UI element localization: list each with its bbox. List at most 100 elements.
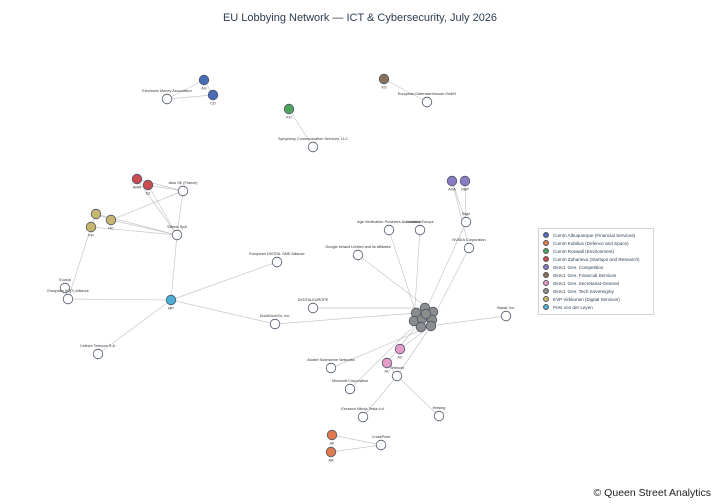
node-circle[interactable] — [325, 446, 337, 458]
node-ku2[interactable]: AR — [325, 446, 337, 463]
node-circle[interactable] — [62, 293, 74, 305]
node-atos[interactable]: Atos SE (France) — [168, 181, 198, 197]
node-circle[interactable] — [92, 348, 104, 360]
node-circle[interactable] — [433, 410, 445, 422]
node-circle[interactable] — [352, 249, 364, 261]
node-circle[interactable] — [105, 214, 117, 226]
node-v1[interactable] — [90, 208, 102, 220]
node-edsme[interactable]: European DIGITAL SME Alliance — [249, 252, 305, 268]
node-circle[interactable] — [383, 224, 395, 236]
node-ecosia[interactable]: Ecosia — [59, 278, 72, 294]
node-asn[interactable]: Alcatel Submarine Networks — [307, 358, 355, 374]
node-ct[interactable]: Cellnex Telecom S.A. — [80, 344, 116, 360]
legend-item[interactable]: Comm Kubilius (Defence and Space) — [543, 239, 649, 247]
node-ema[interactable]: Electronic Money Association — [142, 89, 192, 105]
node-circle[interactable] — [283, 103, 295, 115]
node-circle[interactable] — [326, 429, 338, 441]
node-circle[interactable] — [446, 175, 458, 187]
node-circle[interactable] — [307, 302, 319, 314]
legend-item[interactable]: Direct. Gen. Secretariat-General — [543, 279, 649, 287]
node-msft[interactable]: Microsoft Corporation — [332, 379, 368, 395]
node-circle[interactable] — [271, 256, 283, 268]
edge-TS8-TELEKOM — [396, 325, 432, 377]
node-ag[interactable]: AG — [198, 74, 210, 91]
node-circle[interactable] — [463, 242, 475, 254]
legend-item[interactable]: Comm Roswall (Environment) — [543, 247, 649, 255]
node-ez[interactable]: EZ — [142, 179, 154, 196]
node-avp[interactable]: Age Verification Providers Association — [357, 220, 421, 236]
node-label: Age Verification Providers Association — [357, 220, 421, 224]
node-circle[interactable] — [378, 73, 390, 85]
node-gil[interactable]: Google Ireland Limited and its affiliate… — [325, 245, 391, 261]
node-ku1[interactable]: AK — [326, 429, 338, 446]
node-circle[interactable] — [85, 221, 97, 233]
node-circle[interactable] — [415, 321, 427, 333]
node-label: Sitetus SpA — [167, 225, 187, 229]
node-ts7[interactable] — [415, 321, 427, 333]
legend-item[interactable]: Comm Zaharieva (Startups and Research) — [543, 255, 649, 263]
node-helsing[interactable]: Helsing — [433, 406, 446, 422]
node-circle[interactable] — [207, 89, 219, 101]
node-kh[interactable]: KH — [283, 103, 295, 120]
node-edg[interactable]: European Datenwarehouse GmbH — [398, 92, 457, 108]
node-circle[interactable] — [394, 343, 406, 355]
node-de[interactable]: DIGITALEUROPE — [298, 298, 329, 314]
node-bigd[interactable]: Bigd — [460, 212, 472, 228]
node-circle[interactable] — [375, 439, 387, 451]
node-evt[interactable]: Ericsson Nikola Tesla d.d. — [341, 407, 385, 423]
node-ph[interactable]: PH — [85, 221, 97, 238]
node-ddg[interactable]: DuckDuckGo, Inc. — [260, 314, 291, 330]
node-circle[interactable] — [420, 308, 432, 320]
node-amr[interactable]: AMR — [131, 173, 143, 190]
node-hc[interactable]: HC — [105, 214, 117, 231]
node-circle[interactable] — [198, 74, 210, 86]
legend-item[interactable]: Pres von der Leyen — [543, 303, 649, 311]
node-telekom[interactable]: Telekom — [390, 366, 404, 382]
node-ceu[interactable]: Connect Europe — [406, 220, 434, 236]
legend-item[interactable]: Direct. Gen. Competition — [543, 263, 649, 271]
node-circle[interactable] — [177, 185, 189, 197]
node-nvda[interactable]: NVIDIA Corporation — [452, 238, 486, 254]
node-sym[interactable]: Symphony Communication Services, LLC — [278, 137, 348, 153]
node-circle[interactable] — [325, 362, 337, 374]
node-es[interactable]: European 5G(?) Alliance — [47, 289, 89, 305]
node-circle[interactable] — [414, 224, 426, 236]
node-ts8[interactable] — [425, 320, 437, 332]
node-ts9[interactable] — [420, 308, 432, 320]
node-viasat[interactable]: Viasat, Inc. — [497, 306, 516, 322]
legend-item[interactable]: Comm Albuquerque (Financial Services) — [543, 231, 649, 239]
node-circle[interactable] — [460, 216, 472, 228]
node-cd[interactable]: CD — [207, 89, 219, 106]
node-axa[interactable]: AXA — [446, 175, 458, 192]
node-circle[interactable] — [171, 229, 183, 241]
node-circle[interactable] — [161, 93, 173, 105]
node-circle[interactable] — [421, 96, 433, 108]
node-cp[interactable]: CrossPoint — [372, 435, 392, 451]
node-circle[interactable] — [59, 282, 71, 294]
node-sg2[interactable]: AC — [381, 357, 393, 374]
legend-item[interactable]: EVP Virkkunen (Digital Services) — [543, 295, 649, 303]
node-circle[interactable] — [307, 141, 319, 153]
node-circle[interactable] — [269, 318, 281, 330]
node-circle[interactable] — [344, 383, 356, 395]
node-sps[interactable]: Sitetus SpA — [167, 225, 187, 241]
node-circle[interactable] — [381, 357, 393, 369]
node-ks[interactable]: KS — [378, 73, 390, 90]
diagram-title: EU Lobbying Network — ICT & Cybersecurit… — [222, 12, 498, 24]
node-sg1[interactable]: AC — [394, 343, 406, 360]
node-circle[interactable] — [425, 320, 437, 332]
node-circle[interactable] — [357, 411, 369, 423]
edge-KH-SYM — [288, 108, 314, 148]
node-circle[interactable] — [459, 175, 471, 187]
node-circle[interactable] — [500, 310, 512, 322]
legend-item[interactable]: Direct. Gen. Tech Sovereignty — [543, 287, 649, 295]
node-circle[interactable] — [391, 370, 403, 382]
node-circle[interactable] — [90, 208, 102, 220]
legend-item[interactable]: Direct. Gen. Financial Services — [543, 271, 649, 279]
node-circle[interactable] — [131, 173, 143, 185]
node-circle[interactable] — [165, 294, 177, 306]
node-circle[interactable] — [142, 179, 154, 191]
node-obp[interactable]: OBP — [459, 175, 471, 192]
node-mp[interactable]: MP — [165, 294, 177, 311]
